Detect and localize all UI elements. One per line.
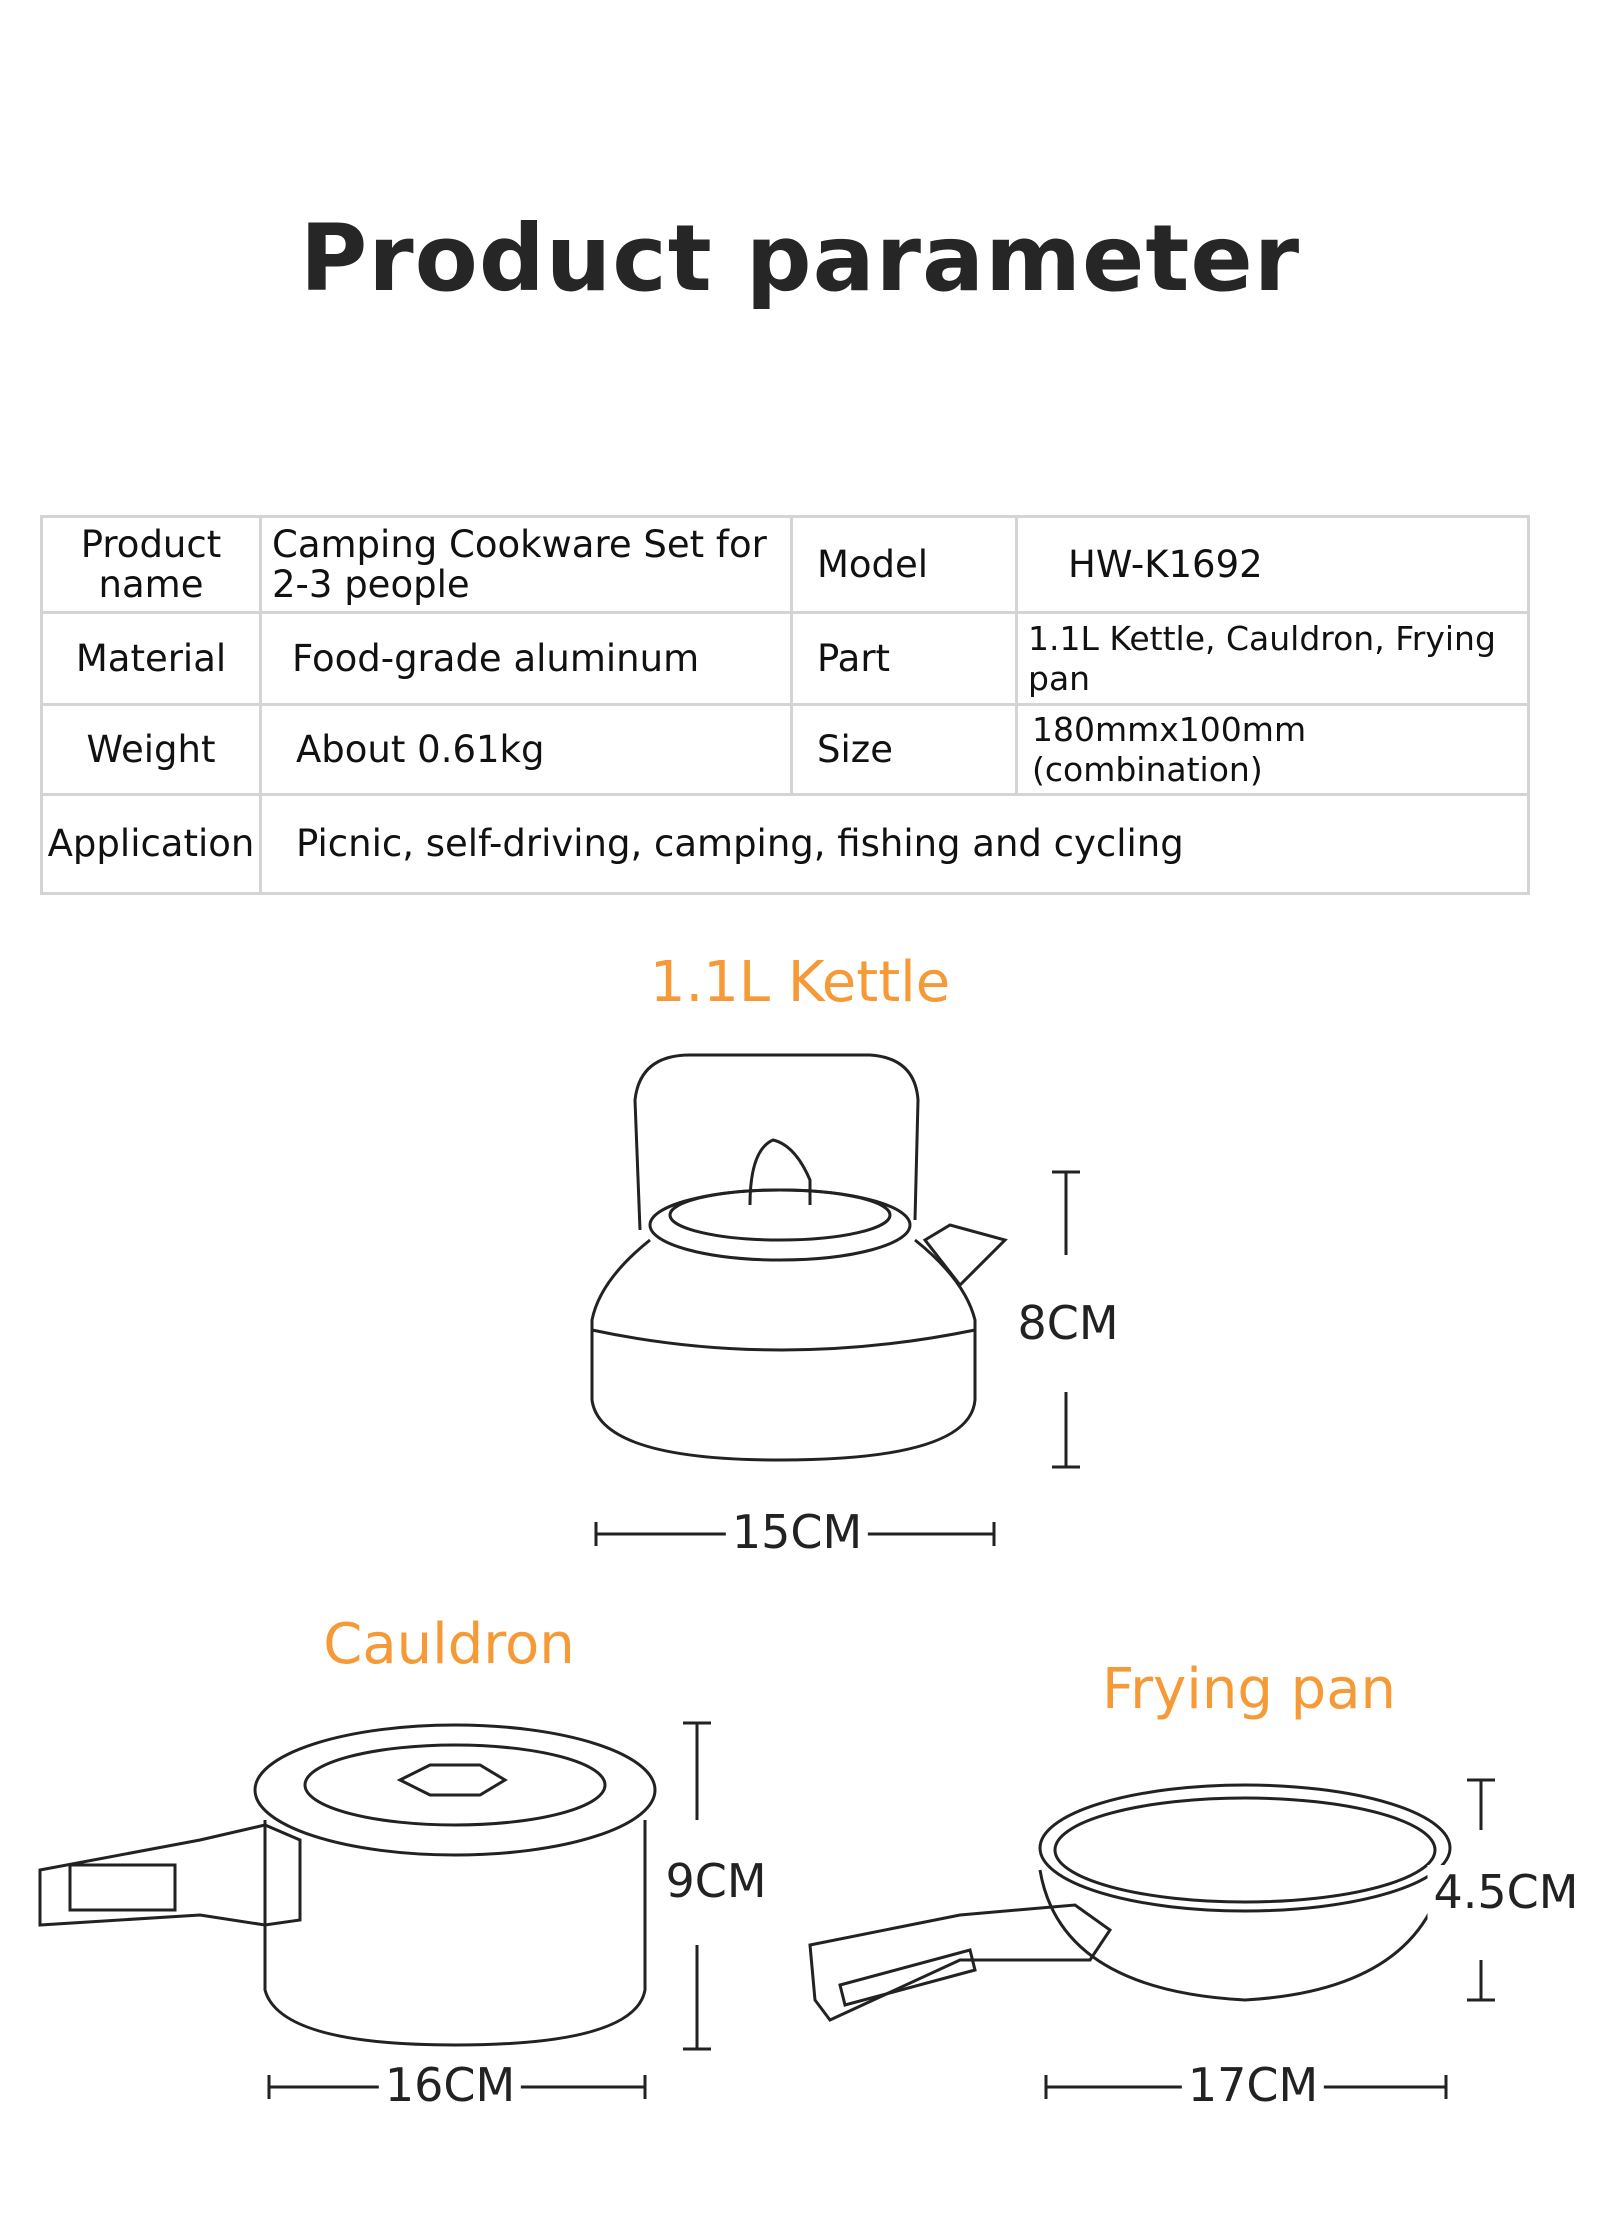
page-title: Product parameter bbox=[299, 205, 1301, 312]
kettle-width-label: 15CM bbox=[725, 1505, 869, 1559]
pan-width-label: 17CM bbox=[1181, 2058, 1325, 2112]
value-cell: Food-grade aluminum bbox=[259, 611, 793, 706]
label-cell: Size bbox=[790, 703, 1018, 796]
cauldron-height-dimension bbox=[683, 1721, 711, 2051]
table-row: Application Picnic, self-driving, campin… bbox=[40, 793, 1530, 895]
cauldron-width-label: 16CM bbox=[378, 2058, 522, 2112]
cauldron-height-label: 9CM bbox=[659, 1854, 773, 1908]
pan-title: Frying pan bbox=[1101, 1657, 1397, 1722]
value-cell: About 0.61kg bbox=[259, 703, 793, 796]
cauldron-title: Cauldron bbox=[323, 1612, 575, 1677]
label-cell: Product name bbox=[40, 515, 262, 614]
label-cell: Material bbox=[40, 611, 262, 706]
label-cell: Part bbox=[790, 611, 1018, 706]
value-cell: 180mmx100mm (combination) bbox=[1015, 703, 1530, 796]
pan-height-dimension bbox=[1467, 1778, 1495, 2002]
kettle-title: 1.1L Kettle bbox=[649, 950, 951, 1015]
value-cell: Camping Cookware Set for 2-3 people bbox=[259, 515, 793, 614]
label-cell: Weight bbox=[40, 703, 262, 796]
pan-drawing bbox=[808, 1783, 1452, 2022]
kettle-height-dimension bbox=[1052, 1170, 1080, 1469]
value-cell: HW-K1692 bbox=[1015, 515, 1530, 614]
value-cell: 1.1L Kettle, Cauldron, Frying pan bbox=[1015, 611, 1530, 706]
pan-height-label: 4.5CM bbox=[1427, 1865, 1585, 1919]
parameter-table: Product name Camping Cookware Set for 2-… bbox=[40, 515, 1530, 895]
cauldron-drawing bbox=[38, 1723, 657, 2047]
value-cell: Picnic, self-driving, camping, fishing a… bbox=[259, 793, 1530, 895]
label-cell: Model bbox=[790, 515, 1018, 614]
kettle-drawing bbox=[590, 1053, 1008, 1462]
table-row: Weight About 0.61kg Size 180mmx100mm (co… bbox=[40, 703, 1530, 796]
table-row: Material Food-grade aluminum Part 1.1L K… bbox=[40, 611, 1530, 706]
table-row: Product name Camping Cookware Set for 2-… bbox=[40, 515, 1530, 614]
label-cell: Application bbox=[40, 793, 262, 895]
kettle-height-label: 8CM bbox=[1011, 1296, 1125, 1350]
